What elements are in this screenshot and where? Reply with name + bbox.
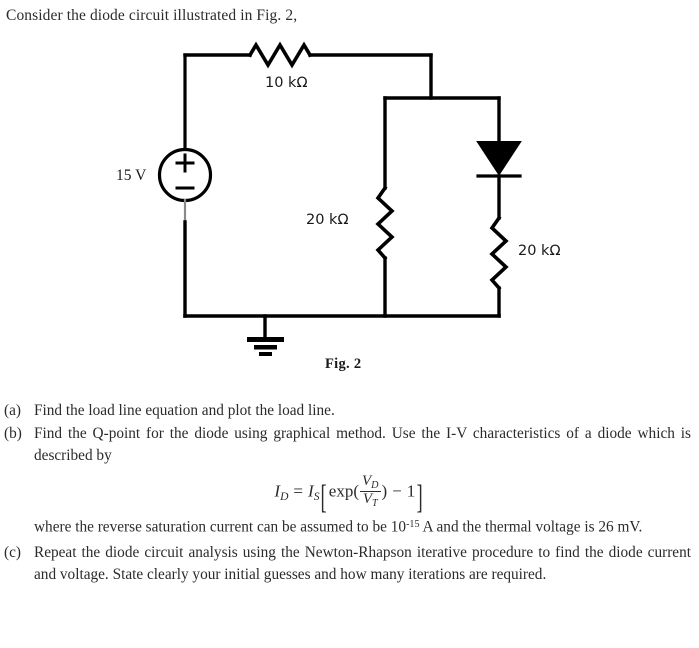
equation-paren-open: ( xyxy=(353,481,360,501)
resistor-10k-zigzag xyxy=(247,41,313,69)
source-plus-glyph xyxy=(175,153,195,173)
question-marker-c: (c) xyxy=(4,543,21,561)
ground-bar-3 xyxy=(259,352,272,356)
question-list: (a) Find the load line equation and plot… xyxy=(0,400,699,587)
equation-bracket-open: [ xyxy=(321,478,328,516)
ground-bar-2 xyxy=(254,345,277,350)
figure-caption: Fig. 2 xyxy=(325,356,362,372)
question-item-b: (b) Find the Q-point for the diode using… xyxy=(0,423,699,539)
diode-triangle xyxy=(476,141,522,176)
equation-vt-sub: T xyxy=(372,497,378,509)
equation-id-sub: D xyxy=(280,489,289,503)
equation-paren-close: ) xyxy=(381,481,388,501)
circuit-svg xyxy=(157,41,522,356)
question-item-a: (a) Find the load line equation and plot… xyxy=(0,400,699,423)
note-line-post: A and the thermal voltage is 26 mV. xyxy=(419,518,643,536)
equation-exp-label: exp xyxy=(328,481,354,501)
equation-fraction-numerator: VD xyxy=(360,472,380,491)
equation-vd-symbol: V xyxy=(362,472,372,489)
note-line-pre: where the reverse saturation current can… xyxy=(34,518,407,536)
equation-is-symbol: I xyxy=(308,481,314,501)
question-marker-b: (b) xyxy=(4,424,22,442)
note-exponent: -15 xyxy=(406,518,420,530)
question-text-c: Repeat the diode circuit analysis using … xyxy=(34,543,691,584)
question-item-c: (c) Repeat the diode circuit analysis us… xyxy=(0,542,699,587)
equation-bracket-close: ] xyxy=(416,478,424,516)
equation-one: 1 xyxy=(406,481,416,501)
equation-fraction-denominator: VT xyxy=(360,490,381,509)
resistor-20k-middle-label: 20 kΩ xyxy=(306,212,349,228)
intro-text: Consider the diode circuit illustrated i… xyxy=(6,7,298,24)
equation-minus: − xyxy=(392,481,402,501)
circuit-figure: 15 V 10 kΩ 20 kΩ 20 kΩ xyxy=(0,32,699,384)
equation-is-sub: S xyxy=(313,489,320,503)
voltage-source-label: 15 V xyxy=(116,167,147,184)
question-marker-a: (a) xyxy=(4,402,21,419)
resistor-10k-label: 10 kΩ xyxy=(265,75,308,91)
equation-note: where the reverse saturation current can… xyxy=(34,514,691,539)
question-text-a: Find the load line equation and plot the… xyxy=(34,402,335,419)
resistor-20k-right-label: 20 kΩ xyxy=(518,243,561,259)
resistor-20k-middle-zigzag xyxy=(375,185,395,261)
resistor-20k-right-zigzag xyxy=(489,215,509,291)
equation-id-symbol: I xyxy=(274,481,281,501)
ground-symbol xyxy=(247,337,284,356)
equation-equals: = xyxy=(293,481,304,501)
equation-vd-sub: D xyxy=(371,479,379,491)
equation-vt-symbol: V xyxy=(362,490,372,507)
question-text-b: Find the Q-point for the diode using gra… xyxy=(34,424,691,465)
ground-bar-1 xyxy=(247,337,284,342)
